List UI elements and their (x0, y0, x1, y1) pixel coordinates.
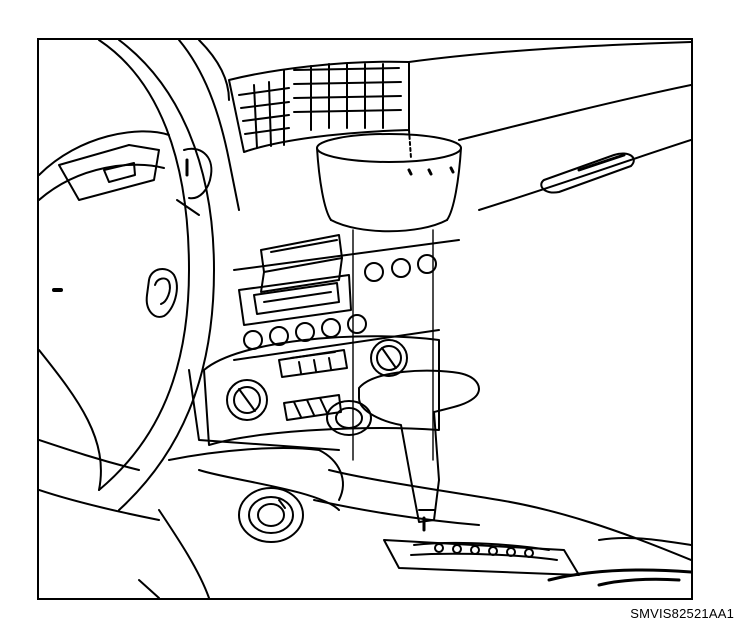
illustration-frame (37, 38, 693, 600)
lower-left-knob (198, 469, 340, 543)
steering-wheel-icon (39, 40, 215, 511)
right-dashboard (408, 41, 691, 211)
center-air-vents (178, 40, 410, 211)
cup-holder-icon (316, 129, 462, 461)
climate-controls (203, 335, 440, 446)
dashboard-console-illustration (39, 40, 691, 598)
radio-panel (233, 234, 460, 361)
gear-selector-gate (168, 447, 691, 587)
console-outline (39, 369, 340, 598)
shift-lever-icon (326, 369, 480, 532)
left-vent (145, 268, 178, 318)
turn-signal-stalk (176, 147, 213, 216)
figure-caption-id: SMVIS82521AA1 (630, 606, 734, 621)
